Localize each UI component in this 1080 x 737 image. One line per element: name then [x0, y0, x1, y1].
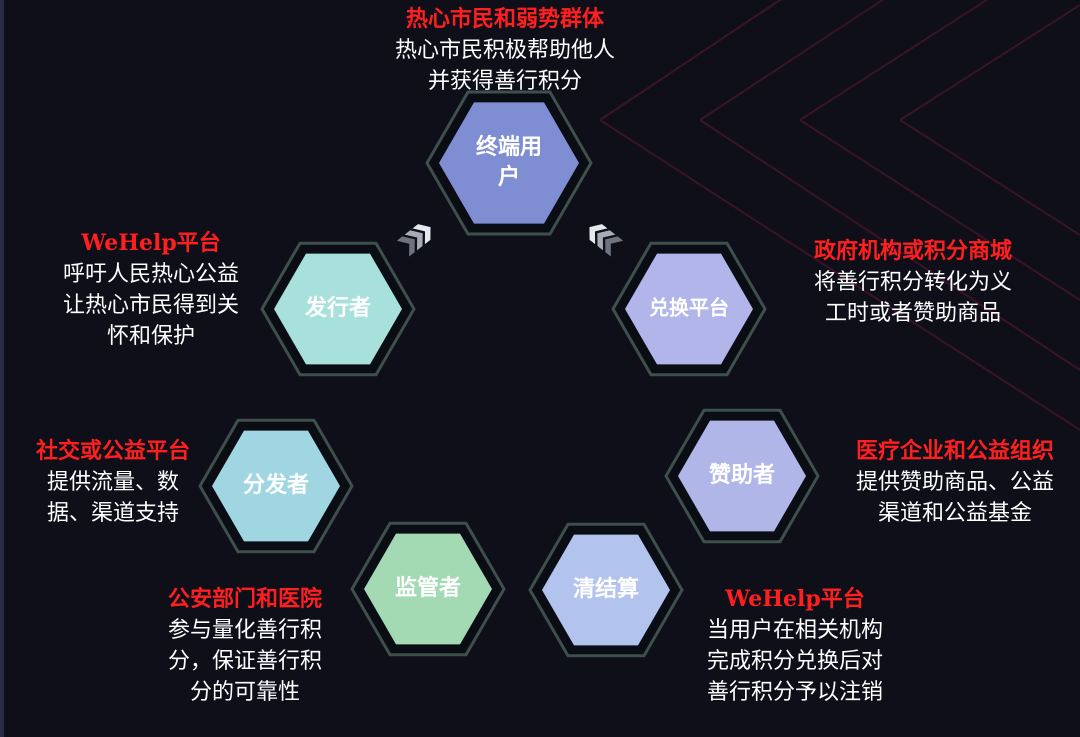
distributor-hexagon: 分发者 [198, 418, 354, 554]
sponsor-label-line-1: 赞助者 [708, 463, 775, 488]
end-user-description: 热心市民和弱势群体 热心市民积极帮助他人 并获得善行积分 [360, 4, 650, 97]
exchange-to-end-user-arrow [589, 224, 624, 257]
clearing-label-line-1: 清结算 [573, 576, 639, 602]
left-edge-band [0, 0, 4, 737]
exchange-desc-line-1: 将善行积分转化为义 [813, 270, 1012, 295]
issuer-hexagon-fill [274, 253, 402, 365]
supervisor-desc-line-3: 分的可靠性 [189, 680, 300, 705]
end-user-desc-line-2: 并获得善行积分 [427, 69, 582, 94]
end-user-role: 热心市民和弱势群体 [405, 6, 604, 32]
distributor-description: 社交或公益平台 提供流量、数 据、渠道支持 [18, 436, 208, 529]
clearing-hexagon: 清结算 [528, 522, 684, 658]
exchange-hexagon: 兑换平台 [611, 241, 767, 377]
sponsor-role: 医疗企业和公益组织 [855, 438, 1054, 464]
chevron-icon [396, 236, 415, 257]
distributor-desc-line-2: 据、渠道支持 [46, 501, 179, 526]
distributor-desc-line-1: 提供流量、数 [46, 470, 179, 495]
sponsor-desc-line-1: 提供赞助商品、公益 [855, 470, 1054, 495]
clearing-description: WeHelp平台 当用户在相关机构 完成积分兑换后对 善行积分予以注销 [690, 584, 900, 708]
issuer-label-line-1: 发行者 [304, 295, 371, 321]
end-user-hexagon-fill [439, 102, 579, 224]
supervisor-desc-line-1: 参与量化善行积 [167, 618, 322, 643]
chevron-icon [597, 230, 616, 251]
supervisor-label-line-1: 监管者 [395, 575, 461, 601]
clearing-desc-line-2: 完成积分兑换后对 [706, 649, 883, 674]
end-user-label-line-2: 户 [498, 164, 520, 190]
end-user-label-line-1: 终端用 [476, 134, 542, 160]
chevron-icon [412, 224, 431, 245]
clearing-desc-line-3: 善行积分予以注销 [706, 680, 883, 705]
distributor-role: 社交或公益平台 [35, 438, 190, 464]
exchange-role: 政府机构或积分商城 [813, 238, 1012, 264]
supervisor-hexagon: 监管者 [350, 521, 506, 657]
exchange-description: 政府机构或积分商城 将善行积分转化为义 工时或者赞助商品 [798, 236, 1028, 329]
supervisor-role: 公安部门和医院 [167, 586, 322, 612]
chevron-icon [589, 224, 608, 245]
clearing-role: WeHelp平台 [725, 586, 865, 612]
sponsor-hexagon-fill [678, 420, 806, 532]
issuer-desc-line-2: 让热心市民得到关 [62, 293, 239, 318]
supervisor-desc-line-2: 分，保证善行积 [167, 649, 322, 674]
sponsor-desc-line-2: 渠道和公益基金 [877, 501, 1032, 526]
exchange-label-line-1: 兑换平台 [649, 296, 729, 320]
supervisor-hexagon-fill [364, 533, 492, 645]
background-decoration [599, 0, 1080, 431]
issuer-role: WeHelp平台 [81, 230, 221, 256]
sponsor-description: 医疗企业和公益组织 提供赞助商品、公益 渠道和公益基金 [835, 436, 1075, 529]
issuer-description: WeHelp平台 呼吁人民热心公益 让热心市民得到关 怀和保护 [46, 228, 256, 352]
exchange-desc-line-2: 工时或者赞助商品 [824, 301, 1001, 326]
chevron-icon [605, 236, 624, 257]
supervisor-description: 公安部门和医院 参与量化善行积 分，保证善行积 分的可靠性 [150, 584, 340, 708]
end-user-desc-line-1: 热心市民积极帮助他人 [394, 38, 615, 63]
distributor-label-line-1: 分发者 [243, 472, 309, 498]
sponsor-hexagon: 赞助者 [664, 408, 820, 544]
distributor-hexagon-fill [212, 430, 340, 542]
issuer-hexagon: 发行者 [260, 241, 416, 377]
clearing-hexagon-fill [542, 534, 670, 646]
issuer-to-end-user-arrow [396, 224, 431, 257]
exchange-hexagon-fill [625, 253, 753, 365]
issuer-desc-line-3: 怀和保护 [106, 324, 195, 349]
chevron-icon [404, 230, 423, 251]
clearing-desc-line-1: 当用户在相关机构 [706, 618, 883, 643]
issuer-desc-line-1: 呼吁人民热心公益 [62, 262, 239, 287]
